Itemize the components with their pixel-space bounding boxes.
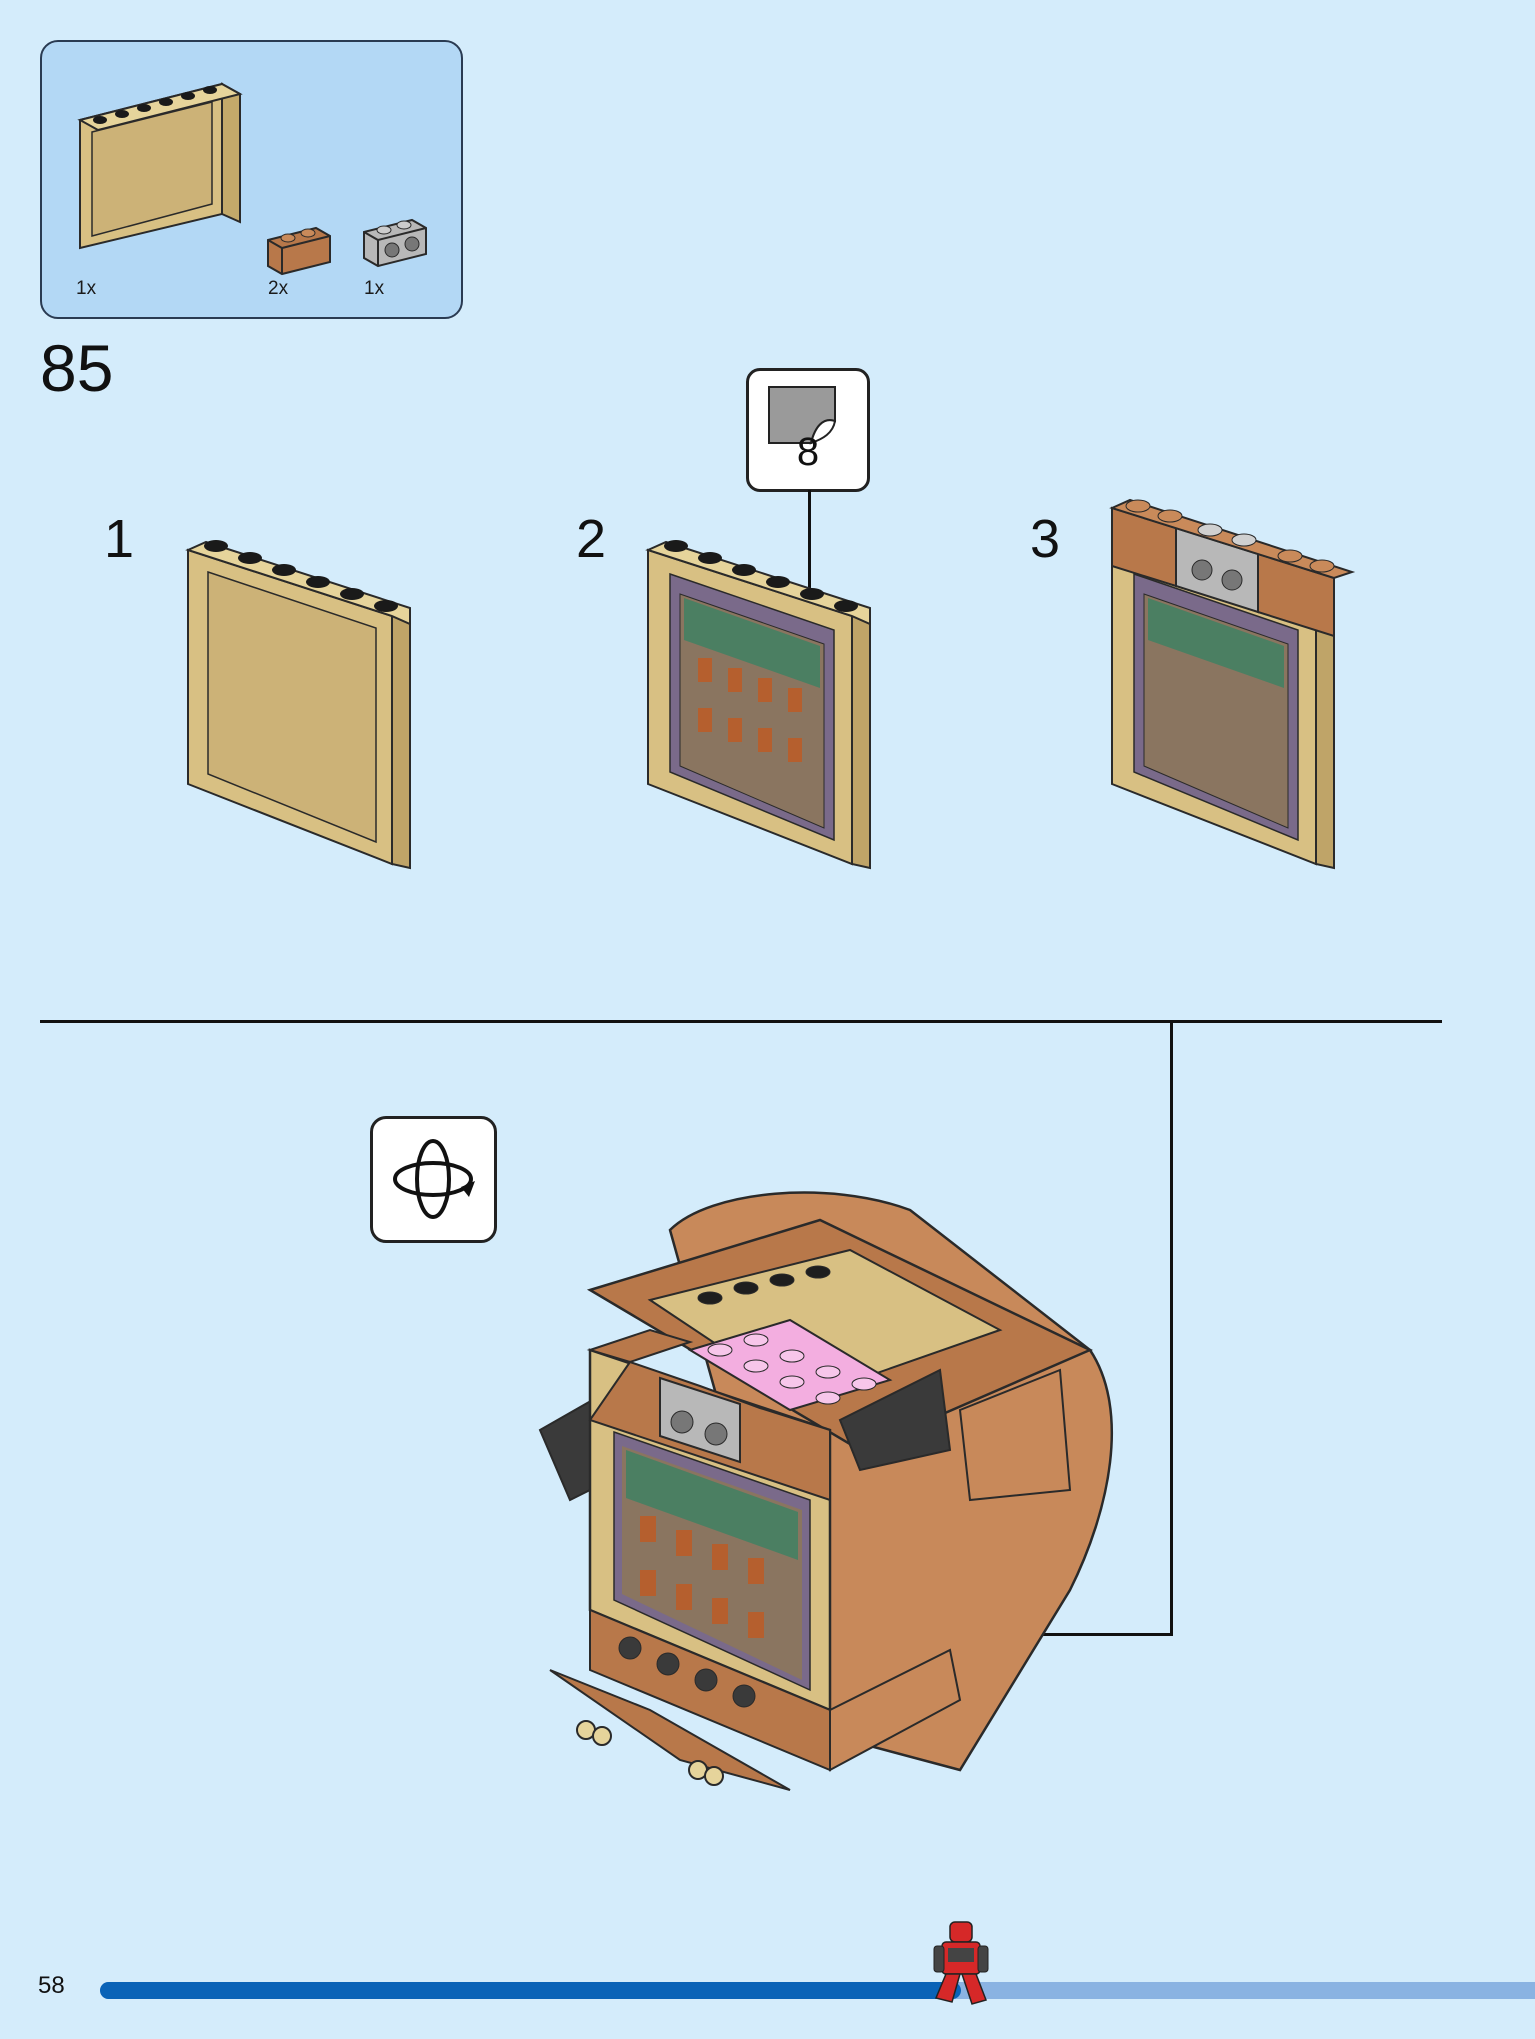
sticker-pointer-line — [808, 490, 811, 628]
rotate-model-callout — [370, 1116, 497, 1243]
progress-bar-fill — [100, 1982, 961, 1999]
part-quantity: 2x — [268, 278, 289, 299]
grey-brick-1x2-icon — [363, 218, 427, 268]
substep-label: 3 — [1030, 509, 1061, 569]
section-divider — [40, 1020, 1442, 1023]
assembled-head-illustration — [538, 1191, 1113, 1791]
minifigure-progress-icon — [933, 1921, 989, 2005]
brown-brick-1x2-icon — [267, 226, 331, 276]
part-quantity: 1x — [76, 278, 97, 299]
step-number: 85 — [40, 331, 114, 405]
placement-guide-line — [838, 1020, 1174, 1023]
tan-panel-illustration — [185, 540, 411, 870]
placement-guide-line — [1170, 1020, 1173, 1636]
parts-list-box: 1x 2x 1x — [40, 40, 463, 319]
sticker-number: 8 — [796, 430, 820, 474]
sticker-callout: 8 — [746, 368, 870, 492]
tan-panel-icon — [77, 82, 243, 250]
rotate-icon — [393, 1139, 475, 1219]
panel-with-bricks-illustration — [1109, 498, 1356, 870]
substep-label: 1 — [104, 509, 135, 569]
part-quantity: 1x — [364, 278, 385, 299]
substep-label: 2 — [576, 509, 607, 569]
panel-with-sticker-illustration — [645, 540, 871, 870]
page-number: 58 — [38, 1972, 65, 1999]
sticker-peel-icon — [768, 386, 837, 445]
